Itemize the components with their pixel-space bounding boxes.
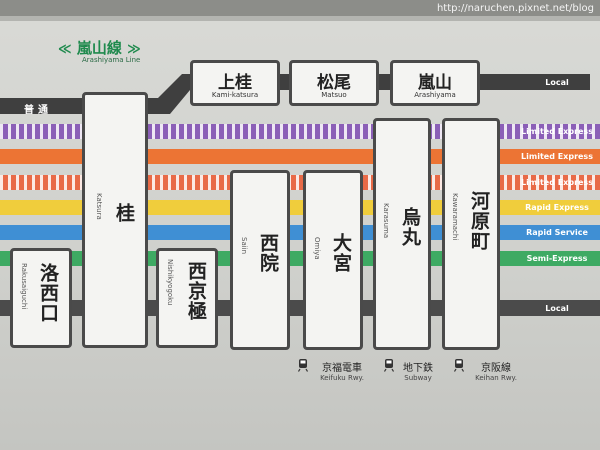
station-name-en: Arashiyama (414, 91, 456, 99)
transfer-keifuku: 京福電車 Keifuku Rwy. (306, 359, 378, 382)
futsu-label: 普通 (24, 105, 52, 116)
service-label-local-top: Local (545, 78, 569, 87)
station-rakusaiguchi: 洛西口 Rakusaiguchi (10, 248, 72, 348)
service-label-semi-express: Semi-Express (526, 254, 588, 263)
transfer-keihan: 京阪線 Keihan Rwy. (462, 359, 530, 382)
sign-frame-shadow (0, 16, 600, 21)
transfer-name-jp: 京阪線 (481, 363, 511, 374)
arashiyama-line-title: ≪ 嵐山線 ≫ (58, 37, 141, 58)
service-label-rapid-service: Rapid Service (526, 228, 588, 237)
line-name: 嵐山線 (76, 39, 122, 57)
station-name-en: Omiya (313, 237, 321, 260)
station-name-en: Rakusaiguchi (20, 263, 28, 310)
station-katsura: 桂 Katsura (82, 92, 148, 348)
train-icon (384, 359, 394, 372)
station-name-jp: 西院 (257, 233, 279, 273)
station-name-en: Matsuo (321, 91, 347, 99)
station-name-en: Kawaramachi (451, 193, 459, 241)
station-name-jp: 河原町 (468, 191, 490, 251)
station-omiya: 大宮 Omiya (303, 170, 363, 350)
train-icon (298, 359, 308, 372)
transfer-name-en: Keifuku Rwy. (320, 374, 364, 382)
station-name-jp: 桂 (113, 203, 135, 223)
sign-frame-top (0, 0, 600, 16)
transfer-name-en: Subway (404, 374, 432, 382)
station-name-en: Saiin (240, 237, 248, 255)
station-name-jp: 嵐山 (418, 73, 452, 93)
service-label-limited-express-3: Limited Express (521, 178, 593, 187)
station-saiin: 西院 Saiin (230, 170, 290, 350)
transfer-subway: 地下鉄 Subway (392, 359, 444, 382)
service-label-limited-express-2: Limited Express (521, 152, 593, 161)
station-kawaramachi: 河原町 Kawaramachi (442, 118, 500, 350)
station-name-en: Katsura (95, 193, 103, 220)
station-name-jp: 大宮 (330, 233, 352, 273)
station-name-jp: 烏丸 (399, 207, 421, 247)
line-name-en: Arashiyama Line (82, 56, 141, 64)
station-matsuo: 松尾 Matsuo (289, 60, 379, 106)
service-label-rapid-express: Rapid Express (525, 203, 589, 212)
watermark: http://naruchen.pixnet.net/blog (436, 3, 594, 14)
station-name-jp: 上桂 (218, 73, 252, 93)
train-icon (454, 359, 464, 372)
station-name-en: Kami-katsura (211, 91, 259, 99)
service-label-limited-express-1: Limited Express (521, 127, 593, 136)
station-arashiyama: 嵐山 Arashiyama (390, 60, 480, 106)
transfer-name-en: Keihan Rwy. (475, 374, 517, 382)
transfer-name-jp: 地下鉄 (403, 363, 433, 374)
station-name-jp: 洛西口 (37, 263, 59, 323)
station-name-jp: 松尾 (317, 73, 351, 93)
transfer-name-jp: 京福電車 (322, 363, 362, 374)
arrow-right-icon: ≫ (127, 42, 141, 57)
station-kami-katsura: 上桂 Kami-katsura (190, 60, 280, 106)
station-name-en: Karasuma (382, 203, 390, 239)
arrow-left-icon: ≪ (58, 42, 72, 57)
station-nishikyogoku: 西京極 Nishikyogoku (156, 248, 218, 348)
service-label-local-bottom: Local (545, 304, 569, 313)
station-name-jp: 西京極 (185, 261, 207, 321)
station-karasuma: 烏丸 Karasuma (373, 118, 431, 350)
station-name-en: Nishikyogoku (166, 259, 174, 306)
